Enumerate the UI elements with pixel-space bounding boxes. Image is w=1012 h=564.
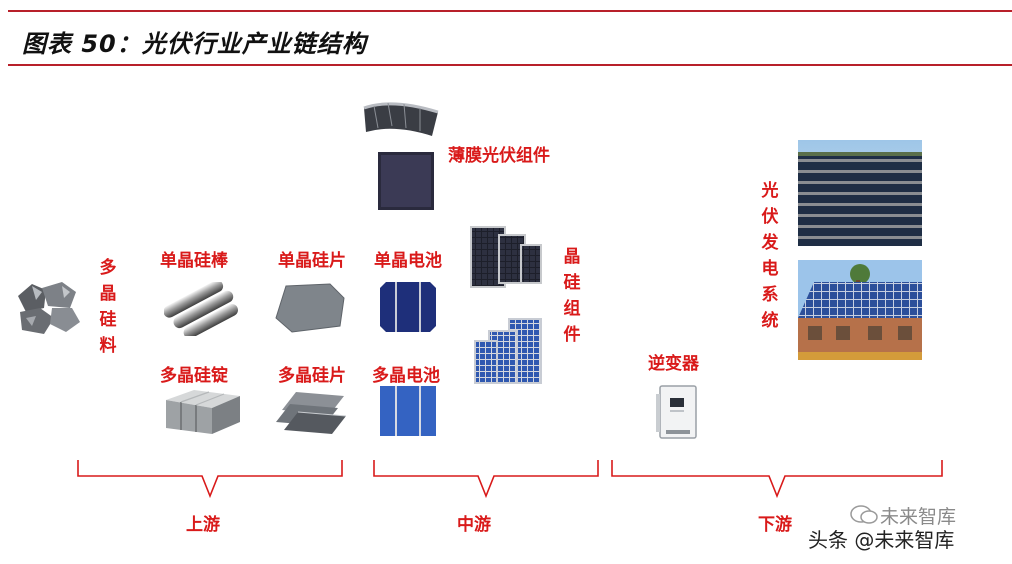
poly-cell-image [380,386,436,436]
poly-ingot-image [164,386,242,436]
pv-rooftop-image [798,260,922,360]
label-poly-wafer: 多晶硅片 [278,361,346,386]
page-title: 图表 50：光伏行业产业链结构 [22,24,367,59]
label-mono-wafer: 单晶硅片 [278,246,346,271]
label-mono-rod: 单晶硅棒 [160,246,228,271]
mono-module-image [470,226,544,290]
wechat-icon [850,504,878,526]
poly-module-image [474,318,542,386]
inverter-image [656,384,700,440]
midstream-brace [372,458,600,500]
thin-film-flexible-image [362,98,440,142]
label-poly-ingot: 多晶硅锭 [160,361,228,386]
pv-farm-image [798,140,922,246]
label-crystalline-module: 晶硅组件 [562,244,582,348]
label-upstream: 上游 [186,510,220,535]
thin-film-panel-image [378,152,434,210]
label-mono-cell: 单晶电池 [374,246,442,271]
mono-cell-image [380,282,436,332]
polysilicon-chunks-image [14,278,84,336]
label-thin-film-module: 薄膜光伏组件 [448,141,550,166]
label-poly-cell: 多晶电池 [372,361,440,386]
mono-rod-image [164,282,240,336]
mono-wafer-image [274,282,346,334]
label-polysilicon-raw: 多晶硅料 [98,255,118,359]
watermark-main: 头条 @未来智库 [808,524,954,553]
label-midstream: 中游 [457,510,491,535]
title-underline [8,64,1012,66]
downstream-brace [610,458,944,500]
top-rule [8,10,1012,12]
label-pv-system: 光伏发电系统 [760,178,780,334]
label-downstream: 下游 [758,510,792,535]
poly-wafer-image [276,390,346,438]
label-inverter: 逆变器 [648,349,699,374]
upstream-brace [76,458,344,500]
